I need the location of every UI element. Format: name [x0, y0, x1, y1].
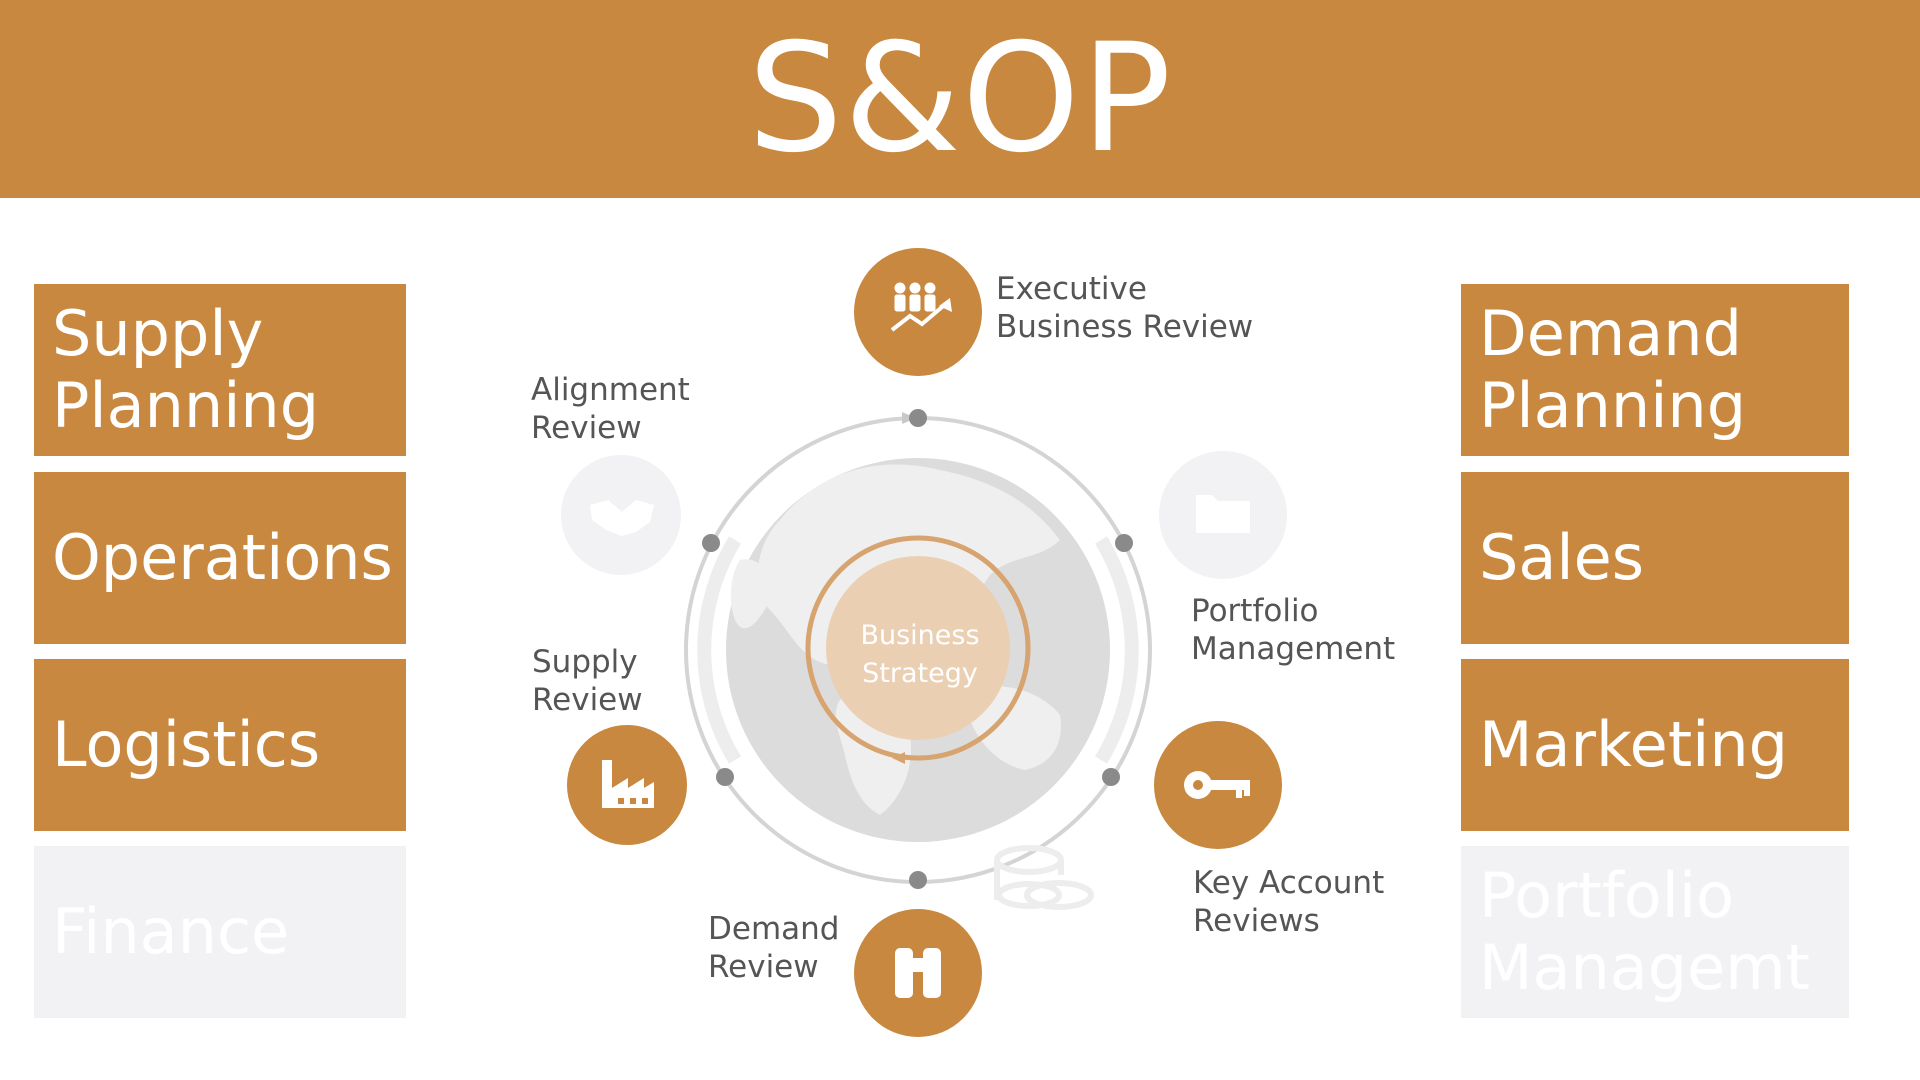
box-operations: Operations: [34, 472, 406, 644]
step-circle-executive-review: [854, 248, 982, 376]
page-title: S&OP: [747, 12, 1173, 186]
ring-dot: [909, 871, 927, 889]
center-ring: [805, 535, 1031, 761]
ring-dot: [909, 409, 927, 427]
coins-icon: [994, 845, 1094, 910]
ring-dot: [716, 768, 734, 786]
box-logistics: Logistics: [34, 659, 406, 831]
people-growth-icon: [890, 282, 952, 332]
box-supply-planning: Supply Planning: [34, 284, 406, 456]
header-bar: S&OP: [0, 0, 1920, 198]
box-sales: Sales: [1461, 472, 1849, 644]
center-disc: [826, 556, 1010, 740]
label-demand-review: Demand Review: [708, 911, 840, 985]
step-circle-demand-review: [854, 909, 982, 1037]
key-icon: [1184, 771, 1250, 799]
ring-dot: [702, 534, 720, 552]
inner-arc-left: [697, 536, 741, 764]
box-marketing: Marketing: [1461, 659, 1849, 831]
label-key-account-reviews: Key Account Reviews: [1193, 865, 1385, 939]
inner-arc-right: [1095, 536, 1139, 764]
label-alignment-review: Alignment Review: [531, 372, 690, 446]
binoculars-icon: [895, 948, 941, 998]
ring-dot: [1115, 534, 1133, 552]
box-demand-planning: Demand Planning: [1461, 284, 1849, 456]
center-arrow-icon: [892, 752, 905, 764]
factory-icon: [602, 760, 654, 808]
handshake-icon: [590, 500, 654, 536]
label-supply-review: Supply Review: [532, 644, 643, 718]
label-portfolio-management: Portfolio Management: [1191, 593, 1396, 667]
folder-icon: [1196, 495, 1250, 533]
ring-dot: [1102, 768, 1120, 786]
center-business-strategy: Business Strategy: [860, 620, 980, 689]
box-portfolio-managemt: Portfolio Managemt: [1461, 846, 1849, 1018]
box-finance: Finance: [34, 846, 406, 1018]
label-executive-business-review: Executive Business Review: [996, 271, 1254, 345]
